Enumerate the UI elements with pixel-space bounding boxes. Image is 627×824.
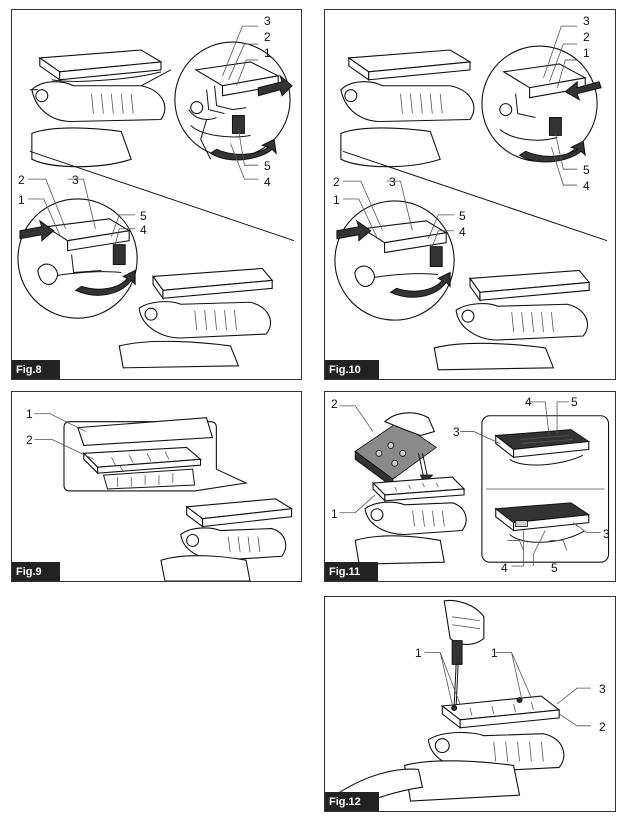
hand: [383, 412, 436, 437]
callout-5-lower: 5: [551, 561, 558, 575]
callout-2: 2: [26, 433, 33, 447]
figure-11-illustration: [339, 401, 610, 567]
callout-4-top: 4: [264, 175, 271, 189]
figure-12-illustration: [334, 599, 591, 811]
sander-lower: [118, 267, 274, 369]
callout-1-bottom: 1: [18, 193, 25, 207]
callout-4-bottom: 4: [459, 225, 466, 239]
detail-circle-lower: [17, 198, 138, 319]
callout-2-top: 2: [583, 30, 590, 44]
callout-4-upper: 4: [525, 395, 532, 409]
callout-5-upper: 5: [571, 395, 578, 409]
callout-5-top: 5: [583, 163, 590, 177]
detail-circle-upper: [481, 45, 602, 163]
separator-line: [29, 150, 295, 242]
figure-label: Fig.11: [325, 562, 379, 581]
sander: [354, 476, 467, 565]
detail-box: [63, 417, 248, 492]
punch-plate: [354, 412, 438, 488]
callout-4-bottom: 4: [140, 223, 147, 237]
callout-3-lower: 3: [603, 527, 610, 541]
detail-circle-lower: [334, 200, 455, 321]
figure-9: 1 2 Fig.9: [11, 391, 302, 582]
callout-5-top: 5: [264, 159, 271, 173]
sandpaper-sheet: [77, 417, 214, 447]
callout-2-bottom: 2: [18, 173, 25, 187]
sander: [403, 695, 565, 802]
callout-1-bottom: 1: [333, 193, 340, 207]
screwdriver-hand: [443, 599, 485, 707]
sander-upper: [29, 49, 172, 168]
callout-1: 1: [331, 507, 338, 521]
sander: [160, 498, 294, 581]
callout-1-right: 1: [491, 646, 498, 660]
figure-label: Fig.8: [12, 360, 60, 379]
callout-1-top: 1: [264, 46, 271, 60]
callout-2-bottom: 2: [333, 175, 340, 189]
callout-3-top: 3: [264, 14, 271, 28]
callout-1-left: 1: [415, 646, 422, 660]
callout-3-top: 3: [583, 14, 590, 28]
callout-5-bottom: 5: [140, 209, 147, 223]
figure-8: 3 2 1 5 4 2 3 1 5 4 Fig.8: [11, 9, 302, 380]
callout-5-bottom: 5: [459, 209, 466, 223]
figure-label: Fig.9: [12, 562, 60, 581]
figure-label: Fig.10: [325, 360, 379, 379]
detail-circle-upper: [174, 41, 293, 161]
figure-8-illustration: [17, 25, 295, 369]
figure-label: Fig.12: [325, 792, 379, 811]
callout-3-bottom: 3: [72, 173, 79, 187]
callout-4-lower: 4: [501, 561, 508, 575]
callout-2-top: 2: [264, 30, 271, 44]
figure-10-illustration: [334, 25, 608, 371]
separator-line: [342, 150, 608, 242]
callout-4-top: 4: [583, 179, 590, 193]
callout-3: 3: [599, 682, 606, 696]
figure-12: 1 1 3 2 Fig.12: [324, 596, 616, 812]
callout-2: 2: [599, 720, 606, 734]
callout-3-bottom: 3: [389, 175, 396, 189]
figure-10: 3 2 1 5 4 2 3 1 5 4 Fig.10: [324, 9, 616, 380]
figure-11: 2 1 3 4 5 3 4 5 Fig.11: [324, 391, 616, 582]
callout-2: 2: [331, 397, 338, 411]
callout-1-top: 1: [583, 46, 590, 60]
callout-3-upper: 3: [453, 425, 460, 439]
detail-box: [481, 415, 610, 563]
figure-9-illustration: [34, 413, 294, 581]
sander-upper: [340, 49, 475, 168]
callout-1: 1: [26, 407, 33, 421]
sander-lower: [433, 269, 591, 371]
